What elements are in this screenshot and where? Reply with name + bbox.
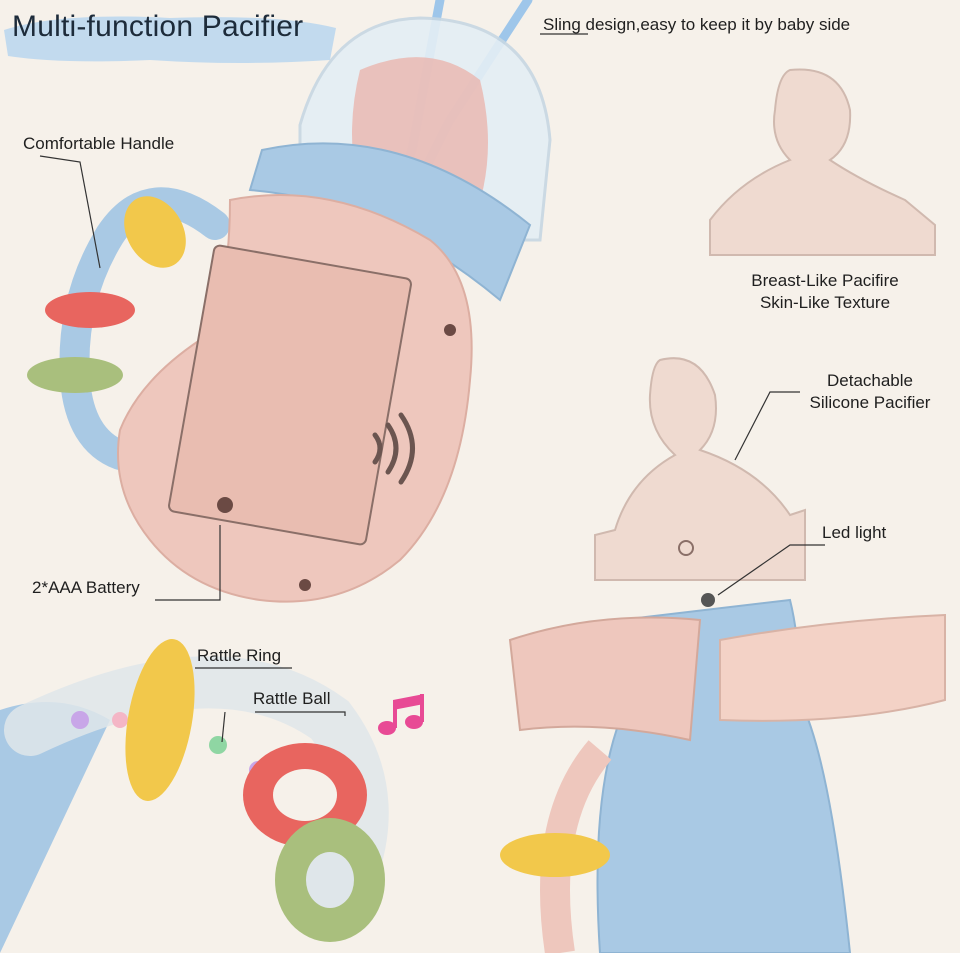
pacifier-body [117, 194, 473, 603]
label-rattle-ring: Rattle Ring [197, 646, 282, 665]
leader-lines [39, 33, 825, 743]
open-pacifier-view [500, 593, 946, 953]
label-breast-line2: Skin-Like Texture [759, 293, 891, 312]
label-breast-like: Breast-Like Pacifire Skin-Like Texture [710, 270, 940, 314]
label-handle: Comfortable Handle [23, 134, 175, 153]
label-led: Led light [822, 523, 887, 542]
label-detachable: Detachable Silicone Pacifier [795, 370, 945, 414]
label-rattle-ball: Rattle Ball [253, 689, 331, 708]
title-brush-stroke [4, 16, 336, 63]
breast-like-pacifier [709, 68, 936, 256]
handle-rings [27, 196, 186, 393]
rattle-closeup [0, 639, 389, 953]
label-detach-line1: Detachable [826, 371, 913, 390]
page-title: Multi-function Pacifier [12, 10, 304, 43]
music-note-icon [378, 694, 424, 735]
speaker-waves [372, 412, 415, 485]
label-battery: 2*AAA Battery [32, 578, 140, 597]
label-sling: Sling design,easy to keep it by baby sid… [543, 15, 851, 34]
label-detach-line2: Silicone Pacifier [809, 393, 931, 412]
title-area: Multi-function Pacifier [0, 0, 340, 62]
label-breast-line1: Breast-Like Pacifire [751, 271, 899, 290]
detachable-pacifier [594, 357, 806, 581]
